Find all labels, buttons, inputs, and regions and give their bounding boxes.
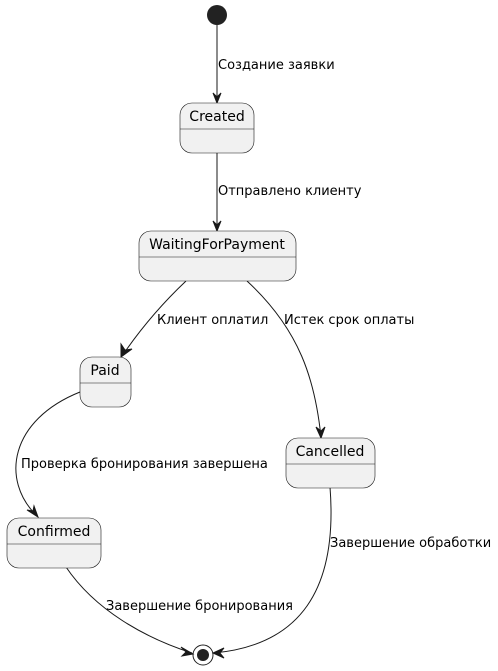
state-name-paid: Paid	[90, 363, 119, 379]
edge-paid-to-confirmed	[15, 391, 81, 519]
edge-start-to-created	[212, 25, 222, 105]
edge-waiting-to-cancelled	[246, 280, 326, 440]
state-name-created: Created	[189, 109, 244, 125]
state-confirmed: Confirmed	[6, 517, 102, 569]
edge-label-cancelled-to-end: Завершение обработки	[330, 536, 491, 551]
state-name-cancelled: Cancelled	[296, 444, 365, 460]
edge-label-paid-to-confirmed: Проверка бронирования завершена	[21, 457, 268, 472]
state-paid: Paid	[79, 356, 132, 408]
state-waiting-for-payment: WaitingForPayment	[138, 230, 297, 282]
edge-created-to-waiting	[212, 153, 222, 233]
edge-label-confirmed-to-end: Завершение бронирования	[106, 599, 293, 614]
initial-state	[207, 5, 227, 25]
edge-label-waiting-to-cancelled: Истек срок оплаты	[284, 313, 414, 328]
edge-label-start-to-created: Создание заявки	[218, 58, 335, 73]
edge-cancelled-to-end	[211, 486, 332, 659]
state-cancelled: Cancelled	[285, 437, 376, 489]
state-name-confirmed: Confirmed	[18, 524, 91, 540]
edge-waiting-to-paid	[120, 280, 187, 358]
edge-confirmed-to-end	[65, 566, 195, 657]
state-name-waiting-for-payment: WaitingForPayment	[149, 237, 285, 253]
state-created: Created	[179, 102, 255, 154]
edge-label-created-to-waiting: Отправлено клиенту	[218, 184, 362, 199]
edge-label-waiting-to-paid: Клиент оплатил	[157, 313, 268, 328]
final-state	[192, 644, 214, 666]
